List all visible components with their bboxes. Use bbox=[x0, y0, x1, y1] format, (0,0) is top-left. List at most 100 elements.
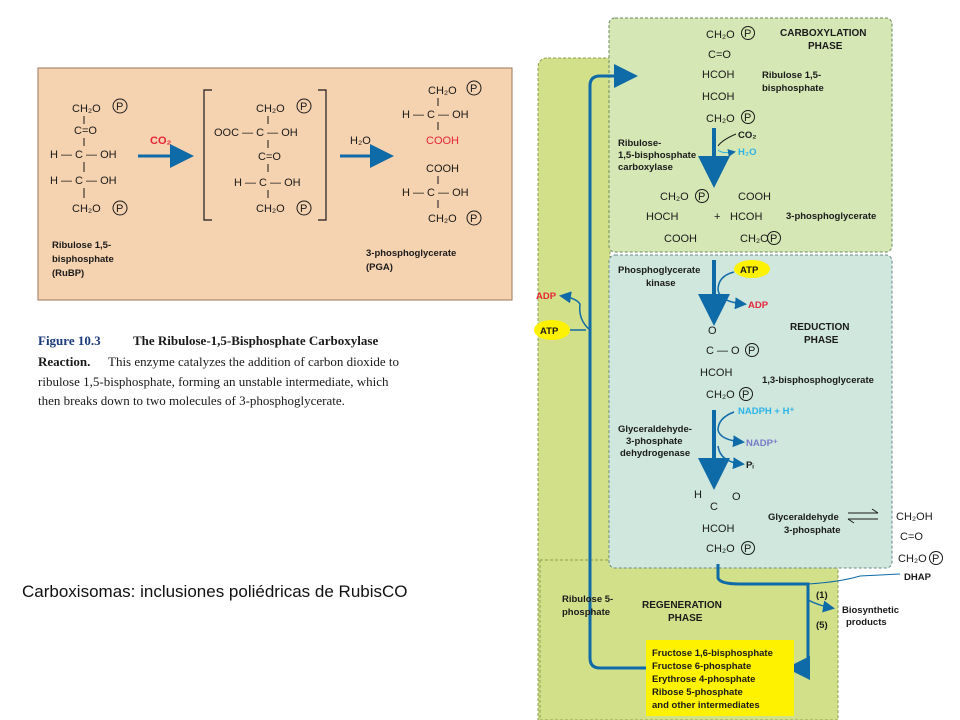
phosphate-icon: P bbox=[744, 112, 751, 124]
enzyme-kinase-1: Phosphoglycerate bbox=[618, 265, 700, 276]
intermediate-structure: CH₂O P OOC — C — OH C=O H — C — OH CH₂O … bbox=[214, 98, 312, 216]
g3p-label-2: 3-phosphate bbox=[784, 525, 840, 536]
intermediate-3: Erythrose 4-phosphate bbox=[652, 674, 755, 685]
rubp-name-2: bisphosphate bbox=[52, 254, 114, 265]
adp-label: ADP bbox=[748, 300, 769, 311]
rubp-name-3: (RuBP) bbox=[52, 268, 84, 279]
intermediate-1: Fructose 1,6-bisphosphate bbox=[652, 648, 773, 659]
enzyme-dehydrogenase-1: Glyceraldehyde- bbox=[618, 424, 692, 435]
rubp-line-5: CH₂O bbox=[72, 203, 101, 215]
bpg-label: 1,3-bisphosphoglycerate bbox=[762, 375, 874, 386]
phosphate-icon: P bbox=[470, 83, 477, 95]
biosynthetic-label-1: Biosynthetic bbox=[842, 605, 899, 616]
phosphate-icon: P bbox=[744, 543, 751, 555]
dhap-link bbox=[807, 573, 901, 585]
carboxylation-phase-label-2: PHASE bbox=[808, 41, 843, 52]
calvin-cycle-diagram: CARBOXYLATION PHASE REDUCTION PHASE REGE… bbox=[534, 17, 943, 720]
slide-bottom-text: Carboxisomas: inclusiones poliédricas de… bbox=[22, 582, 408, 601]
phosphate-icon: P bbox=[116, 203, 123, 215]
co2-label: CO₂ bbox=[150, 135, 172, 147]
enzyme-dehydrogenase-2: 3-phosphate bbox=[626, 436, 682, 447]
return-arrow-rubp bbox=[588, 64, 646, 670]
rubp-line-1: CH₂O bbox=[72, 103, 101, 115]
side-adp-label: ADP bbox=[536, 291, 557, 302]
pi-arrow bbox=[717, 445, 745, 470]
atp-badge bbox=[734, 260, 770, 278]
intermediate-2: Fructose 6-phosphate bbox=[652, 661, 751, 672]
phosphate-icon: P bbox=[770, 233, 777, 245]
equilibrium-arrow-forward bbox=[848, 508, 879, 514]
g3p-4: CH₂O bbox=[706, 543, 735, 555]
intermediates-box bbox=[646, 640, 794, 716]
cycle-pga-right: COOH HCOH CH₂O P bbox=[730, 191, 781, 245]
cycle-rubp-1: CH₂O bbox=[706, 29, 735, 41]
int-line-2: OOC — C — OH bbox=[214, 127, 298, 139]
carboxylation-phase-label-1: CARBOXYLATION bbox=[780, 28, 866, 39]
bpg-4: CH₂O bbox=[706, 389, 735, 401]
nadph-arrow bbox=[717, 411, 745, 448]
left-bracket bbox=[203, 89, 212, 221]
pga-left-1: CH₂O bbox=[660, 191, 689, 203]
outer-region-left bbox=[537, 57, 611, 720]
enzyme-rubisco-2: 1,5-bisphosphate bbox=[618, 150, 696, 161]
pga-bottom-2: H — C — OH bbox=[402, 187, 469, 199]
pga-bottom-3: CH₂O bbox=[428, 213, 457, 225]
dhap-label: DHAP bbox=[904, 572, 932, 583]
cycle-dhap: CH₂OH C=O CH₂O P bbox=[896, 511, 943, 565]
cycle-rubp-5: CH₂O bbox=[706, 113, 735, 125]
cycle-h2o: H₂O bbox=[738, 147, 756, 158]
pga-left-2: HOCH bbox=[646, 211, 678, 223]
cycle-rubp-label-1: Ribulose 1,5- bbox=[762, 70, 821, 81]
bpg-1: O bbox=[708, 325, 717, 337]
pga-right-3: CH₂O bbox=[740, 233, 769, 245]
caption-title: The Ribulose-1,5-Bisphosphate Carboxylas… bbox=[133, 333, 378, 348]
count-one: (1) bbox=[816, 590, 828, 601]
cycle-co2: CO₂ bbox=[738, 130, 756, 141]
co2-in-arrow bbox=[717, 133, 737, 147]
cycle-pga-left: CH₂O P HOCH COOH bbox=[646, 189, 709, 245]
pga-cycle-label: 3-phosphoglycerate bbox=[786, 211, 876, 222]
g3p-o: O bbox=[732, 491, 741, 503]
h2o-in-arrow bbox=[717, 149, 736, 157]
phosphate-icon: P bbox=[116, 101, 123, 113]
pga-name-1: 3-phosphoglycerate bbox=[366, 248, 456, 259]
reduction-phase-box bbox=[608, 254, 893, 569]
int-line-3: C=O bbox=[258, 151, 281, 163]
nadp-label: NADP⁺ bbox=[746, 438, 778, 449]
atp-adp-arrow bbox=[717, 271, 747, 310]
int-line-1: CH₂O bbox=[256, 103, 285, 115]
cycle-g3p: H C O HCOH CH₂O P bbox=[694, 489, 755, 555]
pga-name-2: (PGA) bbox=[366, 262, 393, 273]
bpg-3: HCOH bbox=[700, 367, 732, 379]
intermediate-4: Ribose 5-phosphate bbox=[652, 687, 743, 698]
intermediate-5: and other intermediates bbox=[652, 700, 760, 711]
phosphate-icon: P bbox=[748, 345, 755, 357]
enzyme-dehydrogenase-3: dehydrogenase bbox=[620, 448, 690, 459]
rubp-line-3: H — C — OH bbox=[50, 149, 117, 161]
pga-top-1: CH₂O bbox=[428, 85, 457, 97]
phosphate-icon: P bbox=[742, 389, 749, 401]
count-five: (5) bbox=[816, 620, 828, 631]
rubisco-reaction-panel: CH₂O P C=O H — C — OH H — C — OH CH₂O P … bbox=[37, 67, 513, 301]
atp-label: ATP bbox=[740, 265, 759, 276]
equilibrium-arrow-back bbox=[847, 518, 878, 524]
ru5p-label-1: Ribulose 5- bbox=[562, 594, 613, 605]
nadph-label: NADPH + H⁺ bbox=[738, 406, 794, 417]
enzyme-kinase-2: kinase bbox=[646, 278, 676, 289]
phosphate-icon: P bbox=[300, 203, 307, 215]
g3p-3: HCOH bbox=[702, 523, 734, 535]
pga-right-2: HCOH bbox=[730, 211, 762, 223]
cycle-rubp-label-2: bisphosphate bbox=[762, 83, 824, 94]
phosphate-icon: P bbox=[698, 191, 705, 203]
h2o-label: H₂O bbox=[350, 135, 371, 147]
cycle-bpg: O C — O P HCOH CH₂O P bbox=[700, 325, 759, 401]
rubp-line-4: H — C — OH bbox=[50, 175, 117, 187]
pi-label: Pᵢ bbox=[746, 460, 754, 471]
figure-number: Figure 10.3 bbox=[38, 333, 101, 348]
reduction-phase-label-1: REDUCTION bbox=[790, 322, 849, 333]
ru5p-label-2: phosphate bbox=[562, 607, 610, 618]
pga-left-3: COOH bbox=[664, 233, 697, 245]
caption-line-3: then breaks down to two molecules of 3-p… bbox=[38, 393, 345, 408]
carboxylation-phase-box bbox=[608, 17, 893, 253]
